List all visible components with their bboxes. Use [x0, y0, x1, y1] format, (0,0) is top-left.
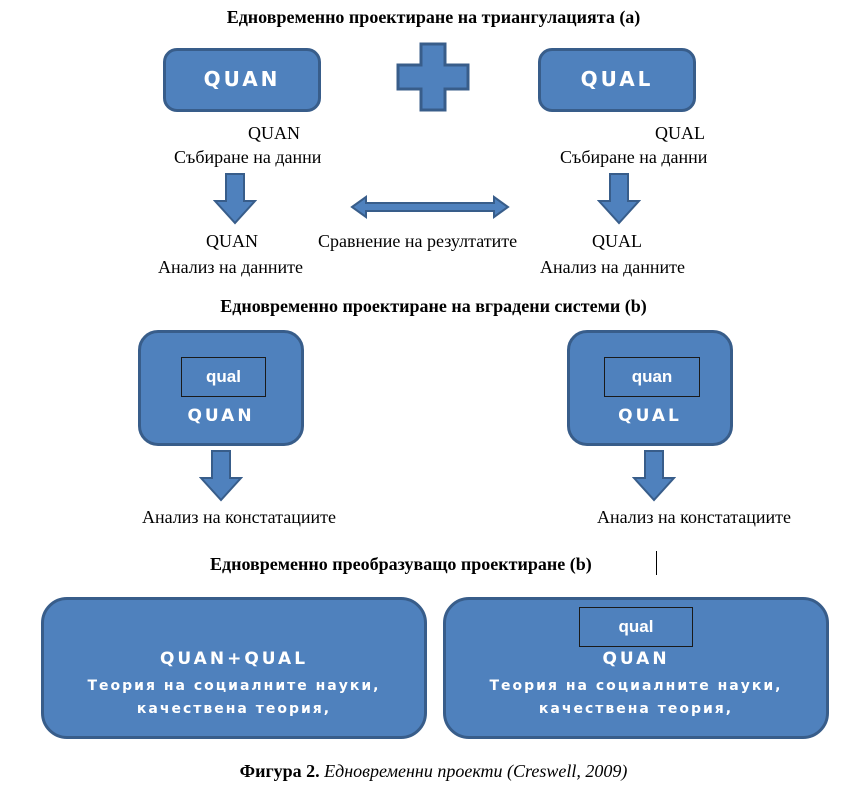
down-arrow-icon [597, 173, 641, 225]
section-c-heading: Едновременно преобразуващо проектиране (… [210, 554, 592, 574]
transformative-right-line-1: Теория на социалните науки, [489, 678, 783, 694]
qual-box-label: QUAL [580, 67, 654, 91]
right-analysis-label: Анализ на данните [540, 257, 686, 277]
caption-label: Фигура 2. [239, 761, 320, 781]
embedded-quan-box: qual QUAN [138, 330, 304, 446]
transformative-left-title: QUAN+QUAL [159, 649, 309, 669]
section-b-heading: Едновременно проектиране на вградени сис… [220, 296, 647, 316]
transformative-left-box: QUAN+QUAL Теория на социалните науки, ка… [41, 597, 427, 739]
transformative-left-line-1: Теория на социалните науки, [87, 678, 381, 694]
transformative-right-title: QUAN [602, 649, 670, 669]
transformative-left-line-2: качествена теория, [136, 701, 332, 717]
left-analysis-label: Анализ на данните [158, 257, 304, 277]
quan-box-label: QUAN [203, 67, 281, 91]
section-a-heading: Едновременно проектиране на триангулация… [226, 7, 641, 27]
double-arrow-icon [350, 195, 510, 219]
down-arrow-icon [213, 173, 257, 225]
left-analysis-quan: QUAN [206, 231, 258, 251]
right-collect-qual: QUAL [655, 123, 705, 143]
comparison-label: Сравнение на резултатите [318, 231, 518, 251]
qual-box: QUAL [538, 48, 696, 112]
embedded-qual-box: quan QUAL [567, 330, 733, 446]
embedded-qual-label: QUAL [618, 406, 682, 426]
plus-icon [396, 42, 470, 112]
transformative-qual-inner-box: qual [579, 607, 693, 647]
right-findings-label: Анализ на констатациите [597, 507, 792, 527]
transformative-right-line-2: качествена теория, [538, 701, 734, 717]
embedded-quan-label: QUAN [187, 406, 255, 426]
quan-box: QUAN [163, 48, 321, 112]
right-analysis-qual: QUAL [592, 231, 642, 251]
text-cursor [656, 551, 657, 575]
left-findings-label: Анализ на констатациите [142, 507, 337, 527]
figure-caption: Фигура 2. Едновременни проекти (Creswell… [0, 760, 867, 782]
embedded-qual-inner-box: qual [181, 357, 266, 397]
right-collect-label: Събиране на данни [560, 147, 708, 167]
left-collect-quan: QUAN [248, 123, 300, 143]
down-arrow-icon [199, 450, 243, 502]
caption-text: Едновременни проекти (Creswell, 2009) [319, 761, 628, 781]
embedded-quan-inner-box: quan [604, 357, 700, 397]
down-arrow-icon [632, 450, 676, 502]
left-collect-label: Събиране на данни [174, 147, 322, 167]
transformative-right-box: qual QUAN Теория на социалните науки, ка… [443, 597, 829, 739]
